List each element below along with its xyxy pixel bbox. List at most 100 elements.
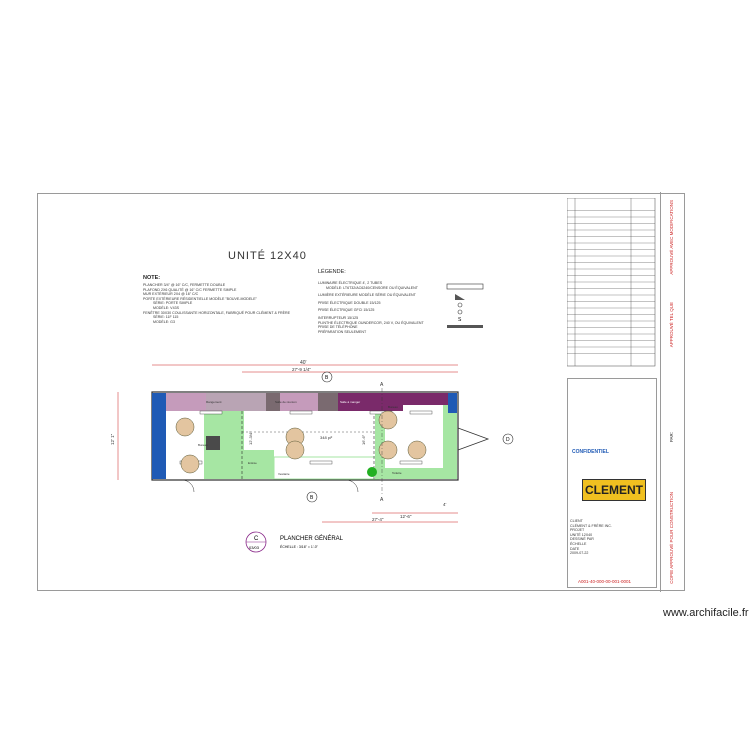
section-cut-label: A: [380, 497, 384, 503]
round-table: [378, 410, 398, 430]
round-table: [285, 440, 305, 460]
field-value: ÉCHELLE: [570, 541, 587, 546]
partition-block: [206, 436, 220, 450]
legend-line: PLINTHE ÉLECTRIQUE OUNDERCOR, 240 V, OU …: [318, 320, 424, 325]
window: [289, 410, 313, 415]
field-label: CLIENT: [570, 519, 583, 523]
notes-list: PLANCHER 3/4" @ 16" C/C, FERMETTE DOUBLE…: [143, 283, 290, 324]
room-label: Entrée: [248, 461, 257, 465]
section-marker-text: D: [506, 437, 510, 443]
cabinet-run: [206, 393, 266, 411]
right-dimension-text: 4': [443, 502, 447, 507]
overall-dimension-text: 40': [300, 360, 307, 366]
confidential-label: CONFIDENTIEL: [572, 449, 609, 455]
legend-line: PRÉPARATION SEULEMENT: [318, 329, 367, 334]
legend-line: PRISE ÉLECTRIQUE DOUBLE 15/125: [318, 300, 381, 305]
door-swing: [181, 479, 195, 493]
legend-line: LUMINAIRE ÉLECTRIQUE 4', 2 TUBES: [318, 281, 383, 285]
note-line: MUR EXTÉRIEUR 2X4 @ 16" C/C: [143, 292, 199, 297]
window: [399, 460, 423, 465]
plan-caption-scale: ÉCHELLE : 3/16" = 1'-0": [280, 544, 319, 549]
bottom-right-dimension-text: 12'-6": [400, 514, 412, 519]
cabinet-run: [338, 393, 403, 411]
room-label: Toilette: [392, 471, 402, 475]
baseboard-heater-symbol: [447, 325, 483, 328]
title-block: CONFIDENTIEL CLEMENT CLIENT CLÉMENT & FR…: [567, 378, 657, 588]
room-label: Salle de réunion: [275, 400, 297, 404]
room-label: Bureau: [388, 405, 398, 409]
window: [409, 410, 433, 415]
switch-symbol: S: [458, 317, 462, 323]
title-fields: CLIENT CLÉMENT & FRÈRE INC. PROJET UNITÉ…: [570, 519, 654, 556]
window: [309, 460, 333, 465]
legend-line: MODÈLE: LT6T32/AC6240/CENSORE OU ÉQUIVAL…: [326, 285, 418, 290]
notes-heading: NOTE:: [143, 275, 161, 281]
drawing-sheet-frame: [37, 193, 685, 591]
note-line: SÉRIE: 11F 115: [153, 315, 179, 320]
area-label: 348 pi²: [320, 435, 333, 440]
plan-caption-label: PLANCHER GÉNÉRAL: [280, 535, 344, 542]
note-line: SÉRIE: PORTE SIMPLE: [153, 301, 193, 306]
right-wall-unit: [448, 393, 457, 413]
section-marker: [306, 491, 318, 503]
fixture-symbol: [446, 283, 484, 290]
left-wall-unit: [152, 393, 166, 479]
approval-label: APPROUVÉ TEL QUE: [669, 302, 674, 348]
note-line: PLANCHER 3/4" @ 16" C/C, FERMETTE DOUBLE: [143, 283, 226, 287]
note-line: MODÈLE: G3: [153, 319, 175, 324]
room-dimension: 16'-6": [361, 434, 366, 445]
left-dimension-text: 12' 1": [110, 433, 115, 445]
room-dimension: 12'-3/4": [248, 431, 253, 445]
revision-rows: [567, 210, 655, 354]
revision-table: [567, 198, 656, 367]
brand-name: CLEMENT: [585, 483, 643, 497]
field-value: CLÉMENT & FRÈRE INC.: [570, 523, 612, 528]
field-label: DATE: [570, 546, 580, 551]
legend-list: LUMINAIRE ÉLECTRIQUE 4', 2 TUBES MODÈLE:…: [318, 281, 424, 334]
room-label: Salle à manger: [340, 400, 360, 404]
room-outline: [273, 456, 380, 480]
approval-label: COPIE APPROUVÉ POUR CONSTRUCTION: [669, 492, 674, 584]
room-label: Vestiaire: [278, 472, 290, 476]
gfci-outlet-symbol: [457, 309, 463, 315]
drawing-number: A001-40-000-00-001-0001: [578, 579, 632, 584]
outlet-symbol: [457, 302, 463, 308]
cabinet-run: [318, 393, 338, 411]
room-label: Bureau: [198, 443, 208, 447]
note-line: PORTE EXTÉRIEURE RÉSIDENTIELLE MODÈLE "B…: [143, 296, 257, 301]
note-line: FENÊTRE 30X30 COULISSANTE HORIZONTALE, F…: [143, 310, 291, 315]
legend-line: PRISE ÉLECTRIQUE GFCI 15/125: [318, 308, 375, 313]
field-label: DESSINÉ PAR: [570, 537, 594, 542]
room-label: Rangement: [206, 400, 222, 404]
section-marker-text: B: [310, 495, 314, 501]
round-table: [180, 454, 200, 474]
bottom-dimension-text: 27'-4": [372, 517, 384, 522]
drawing-title: UNITÉ 12X40: [228, 250, 307, 262]
round-table: [175, 417, 195, 437]
title-side-column: APPROUVÉ AVEC MODIFICATIONS APPROUVÉ TEL…: [660, 192, 686, 592]
note-line: PLAFOND 2X6 QUALITÉ @ 16" C/C FERMETTE S…: [143, 287, 237, 292]
room-fill: [244, 450, 274, 479]
section-marker-text: B: [325, 375, 329, 381]
section-marker: [321, 371, 333, 383]
top-dimension-text: 27'-9 1/4": [292, 367, 311, 372]
legend-line: INTERRUPTEUR 15/125: [318, 315, 359, 320]
legend-symbols: S: [446, 283, 484, 328]
field-label: PROJET: [570, 528, 585, 533]
callout-top: C: [254, 536, 259, 542]
cabinet-run: [266, 393, 280, 411]
cabinet-run: [403, 393, 457, 405]
field-value: 2009-07-22: [570, 551, 589, 556]
plan-caption: C 03/03 PLANCHER GÉNÉRAL ÉCHELLE : 3/16"…: [245, 531, 344, 553]
section-marker: [502, 433, 514, 445]
brand-logo: CLEMENT: [582, 479, 646, 501]
callout-bottom: 03/03: [249, 545, 260, 550]
round-table: [378, 440, 398, 460]
floor-plan: 40' 27'-9 1/4" 12' 1" 27'-4" 12'-6" 4' B…: [110, 360, 514, 523]
legend-line: PRISE DE TÉLÉPHONE: [318, 325, 358, 330]
trailer-hitch: [457, 427, 490, 451]
note-line: MODÈLE: V43S: [153, 305, 179, 310]
round-table: [407, 440, 427, 460]
legend-heading: LÉGENDE:: [318, 269, 346, 275]
legend-line: LUMIÈRE EXTÉRIEURE MODÈLE SÉRIE OU ÉQUIV…: [318, 293, 416, 298]
